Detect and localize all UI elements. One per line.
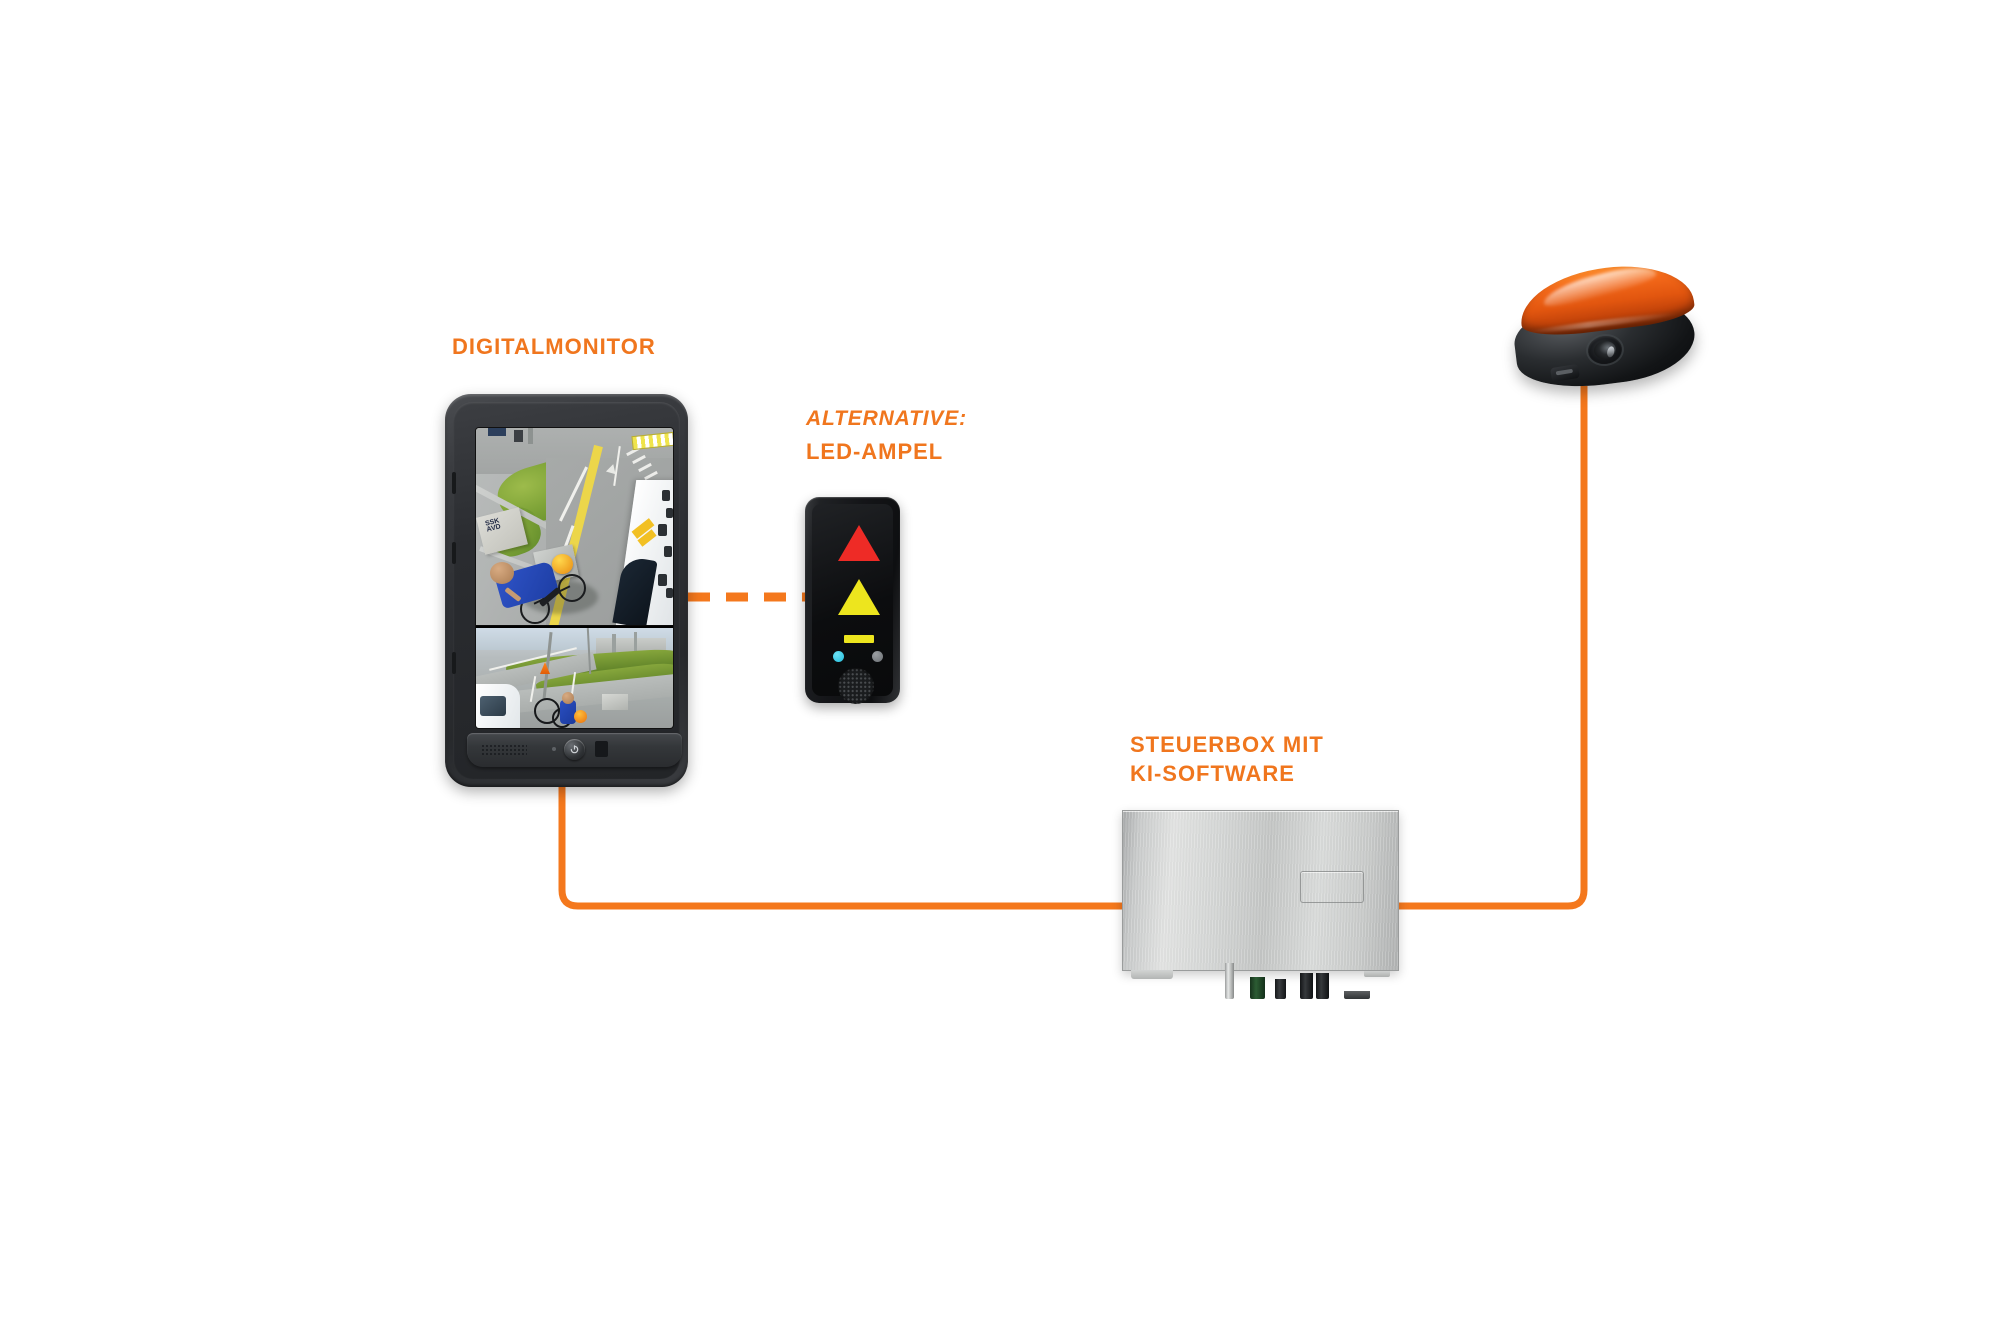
camera-mount-slot — [1555, 368, 1574, 376]
steuerbox-label-plate — [1300, 871, 1364, 903]
connector-flat-tab — [1344, 991, 1370, 999]
led-ampel-device[interactable] — [805, 497, 900, 704]
connector-green-terminal — [1250, 977, 1265, 999]
connector-bnc-2 — [1225, 963, 1234, 999]
label-led-ampel: LED-AMPEL — [806, 439, 944, 464]
yellow-bar-indicator — [844, 635, 874, 643]
gray-status-dot — [872, 651, 883, 662]
led-ampel-face — [812, 504, 893, 704]
label-steuerbox: STEUERBOX MIT KI-SOFTWARE — [1130, 730, 1324, 788]
cable-monitor-to-steuerbox — [558, 787, 1122, 910]
power-icon — [570, 745, 579, 754]
steuerbox-control-unit[interactable] — [1122, 810, 1399, 999]
connector-bnc-1 — [1210, 971, 1219, 999]
cable-steuerbox-to-camera — [1399, 386, 1588, 910]
label-digitalmonitor: DIGITALMONITOR — [452, 334, 656, 359]
brushed-metal-texture — [1123, 811, 1398, 970]
monitor-side-notch-bottom — [452, 652, 456, 674]
label-alternative-prefix: ALTERNATIVE: — [806, 407, 967, 430]
connector-black-small — [1275, 979, 1286, 999]
status-led — [552, 747, 556, 751]
camera-gloss-highlight — [1540, 260, 1659, 311]
mount-flange-right — [1364, 971, 1390, 977]
red-triangle-indicator — [838, 525, 880, 561]
monitor-control-bar — [467, 733, 682, 767]
label-steuerbox-line1: STEUERBOX MIT — [1130, 732, 1324, 757]
monitor-side-notch-mid — [452, 542, 456, 564]
connector-black-large-1 — [1300, 973, 1313, 999]
camera-lens-inner — [1592, 339, 1618, 361]
connector-black-large-2 — [1316, 973, 1329, 999]
speaker-grille-icon — [481, 744, 527, 756]
camera-lens-glint — [1605, 345, 1616, 359]
ir-sensor-window — [595, 741, 608, 757]
yellow-triangle-indicator — [838, 579, 880, 615]
mount-flange-left — [1131, 970, 1173, 979]
label-steuerbox-line2: KI-SOFTWARE — [1130, 761, 1295, 787]
camera-sensor-device[interactable] — [1510, 257, 1700, 395]
steuerbox-housing — [1122, 810, 1399, 971]
monitor-side-notch-top — [452, 472, 456, 494]
cyan-status-dot — [833, 651, 844, 662]
speaker-grille-icon — [838, 668, 874, 704]
camera-view-bottom — [476, 626, 673, 728]
power-button[interactable] — [564, 739, 585, 760]
